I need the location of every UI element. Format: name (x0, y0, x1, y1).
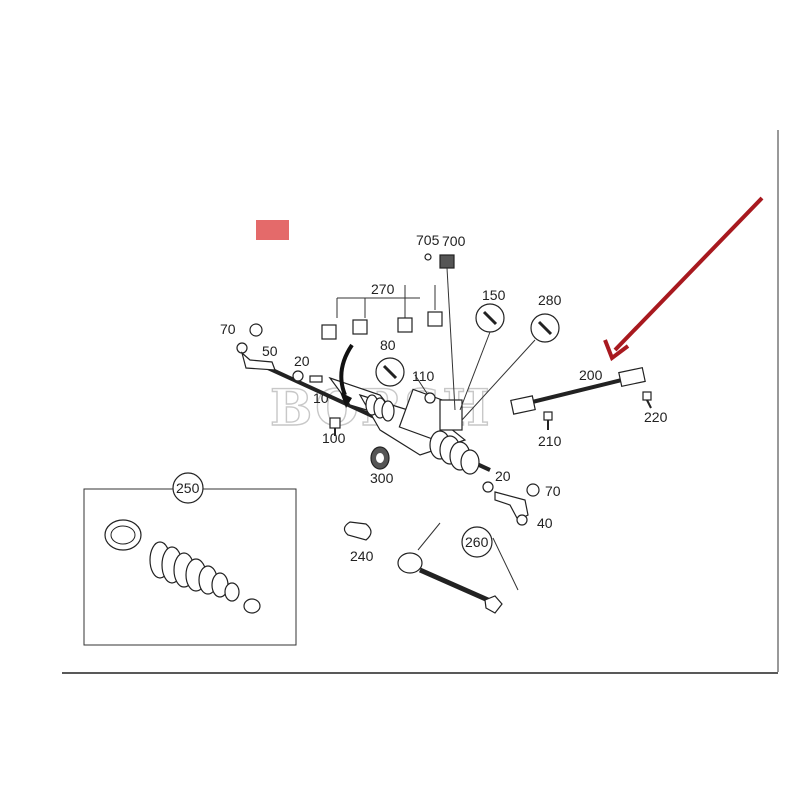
bolt-100 (329, 417, 341, 436)
clamp-240 (343, 521, 372, 541)
tie-rod-end-left (236, 323, 323, 383)
highlight-marker (256, 220, 289, 240)
steering-rack (267, 366, 491, 475)
label-240: 240 (350, 548, 374, 564)
label-210: 210 (538, 433, 562, 449)
fitting-700 (424, 253, 456, 411)
label-70-bottom: 70 (545, 483, 561, 499)
label-250: 250 (176, 480, 200, 496)
label-705: 705 (416, 232, 440, 248)
label-20-bottom: 20 (495, 468, 511, 484)
label-50: 50 (262, 343, 278, 359)
bellows-boot-250 (104, 519, 261, 614)
red-arrow-head (603, 339, 630, 362)
bolt-220 (642, 391, 652, 409)
bolt-210 (543, 411, 553, 430)
label-70-top: 70 (220, 321, 236, 337)
label-300: 300 (370, 470, 394, 486)
bushings-270 (321, 285, 443, 340)
label-260: 260 (465, 534, 489, 550)
inner-tie-rod-260 (397, 522, 519, 614)
label-150: 150 (482, 287, 506, 303)
curved-arrow (339, 343, 354, 396)
label-80: 80 (380, 337, 396, 353)
bushing-300 (370, 446, 390, 470)
label-20-top: 20 (294, 353, 310, 369)
curved-arrow-head (340, 392, 352, 408)
tie-rod-end-right (482, 481, 540, 526)
label-40: 40 (537, 515, 553, 531)
wrench-80 (375, 357, 405, 387)
fitting-110 (424, 392, 436, 404)
red-arrow (613, 196, 764, 352)
callout-circle-250 (172, 472, 204, 504)
callout-circle-260 (461, 526, 493, 558)
wrench-150 (459, 303, 505, 411)
label-270: 270 (371, 281, 395, 297)
label-220: 220 (644, 409, 668, 425)
label-10: 10 (313, 390, 329, 406)
label-700: 700 (442, 233, 466, 249)
label-280: 280 (538, 292, 562, 308)
wrench-280 (461, 313, 560, 421)
label-200: 200 (579, 367, 603, 383)
label-100: 100 (322, 430, 346, 446)
shaft-200 (510, 366, 646, 415)
label-110: 110 (412, 368, 435, 384)
